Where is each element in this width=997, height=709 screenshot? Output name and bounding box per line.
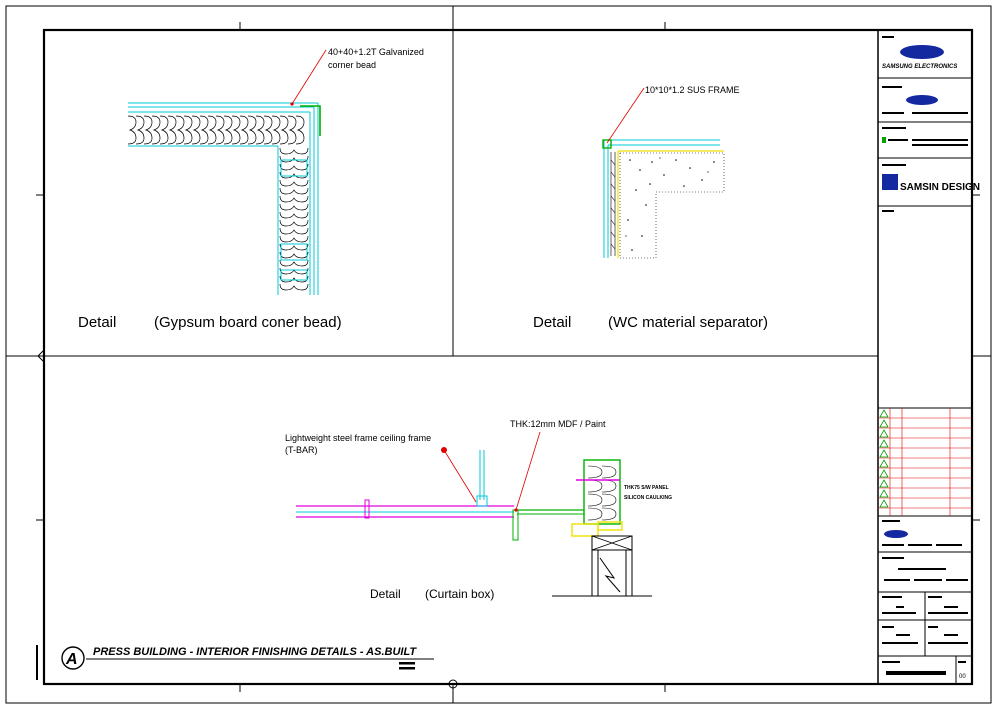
revision-triangles: [879, 409, 889, 508]
curtain-caption-word: Detail: [370, 587, 401, 601]
center-arrow-marks: [37, 349, 458, 689]
title-text: PRESS BUILDING - INTERIOR FINISHING DETA…: [93, 646, 417, 658]
gypsum-corner-detail: 40+40+1.2T Galvanized corner bead Detail…: [78, 47, 424, 331]
designer-name: SAMSIN DESIGN: [900, 182, 980, 193]
wc-separator-detail: 10*10*1.2 SUS FRAME Detail (WC material …: [533, 85, 768, 331]
curtain-caption-name: (Curtain box): [425, 587, 494, 601]
sheet-number: 00: [959, 674, 966, 680]
samsung-logo-icon: [900, 45, 944, 59]
samsung-logo-small-icon: [906, 95, 938, 105]
outer-border: [5, 5, 992, 704]
gypsum-caption-name: (Gypsum board coner bead): [154, 314, 342, 331]
gypsum-callout-line-1: 40+40+1.2T Galvanized: [328, 47, 424, 57]
gypsum-caption-word: Detail: [78, 314, 116, 331]
samsung-logo-lower-icon: [884, 530, 908, 538]
wc-caption-name: (WC material separator): [608, 314, 768, 331]
client-name: SAMSUNG ELECTRONICS: [882, 64, 957, 70]
title-letter: A: [65, 651, 78, 668]
samsin-logo-icon: [882, 174, 898, 190]
curtain-callout-right: THK:12mm MDF / Paint: [510, 419, 606, 429]
design-mark-icon: [882, 137, 886, 143]
wc-callout: 10*10*1.2 SUS FRAME: [645, 85, 740, 95]
curtain-box-detail: Lightweight steel frame ceiling frame (T…: [285, 419, 672, 601]
curtain-callout-left-1: Lightweight steel frame ceiling frame: [285, 433, 431, 443]
center-marks: [6, 6, 991, 703]
curtain-note-panel: THK75 S/W PANEL: [624, 485, 669, 491]
curtain-note-sealant: SILICON CAULKING: [624, 495, 672, 501]
wc-caption-word: Detail: [533, 314, 571, 331]
inner-frame: [42, 28, 974, 686]
gypsum-callout-line-2: corner bead: [328, 60, 376, 70]
title-block: SAMSUNG ELECTRONICS SAMSIN DESIGN: [878, 36, 980, 684]
drawing-title: A PRESS BUILDING - INTERIOR FINISHING DE…: [36, 645, 434, 680]
curtain-callout-left-2: (T-BAR): [285, 445, 318, 455]
